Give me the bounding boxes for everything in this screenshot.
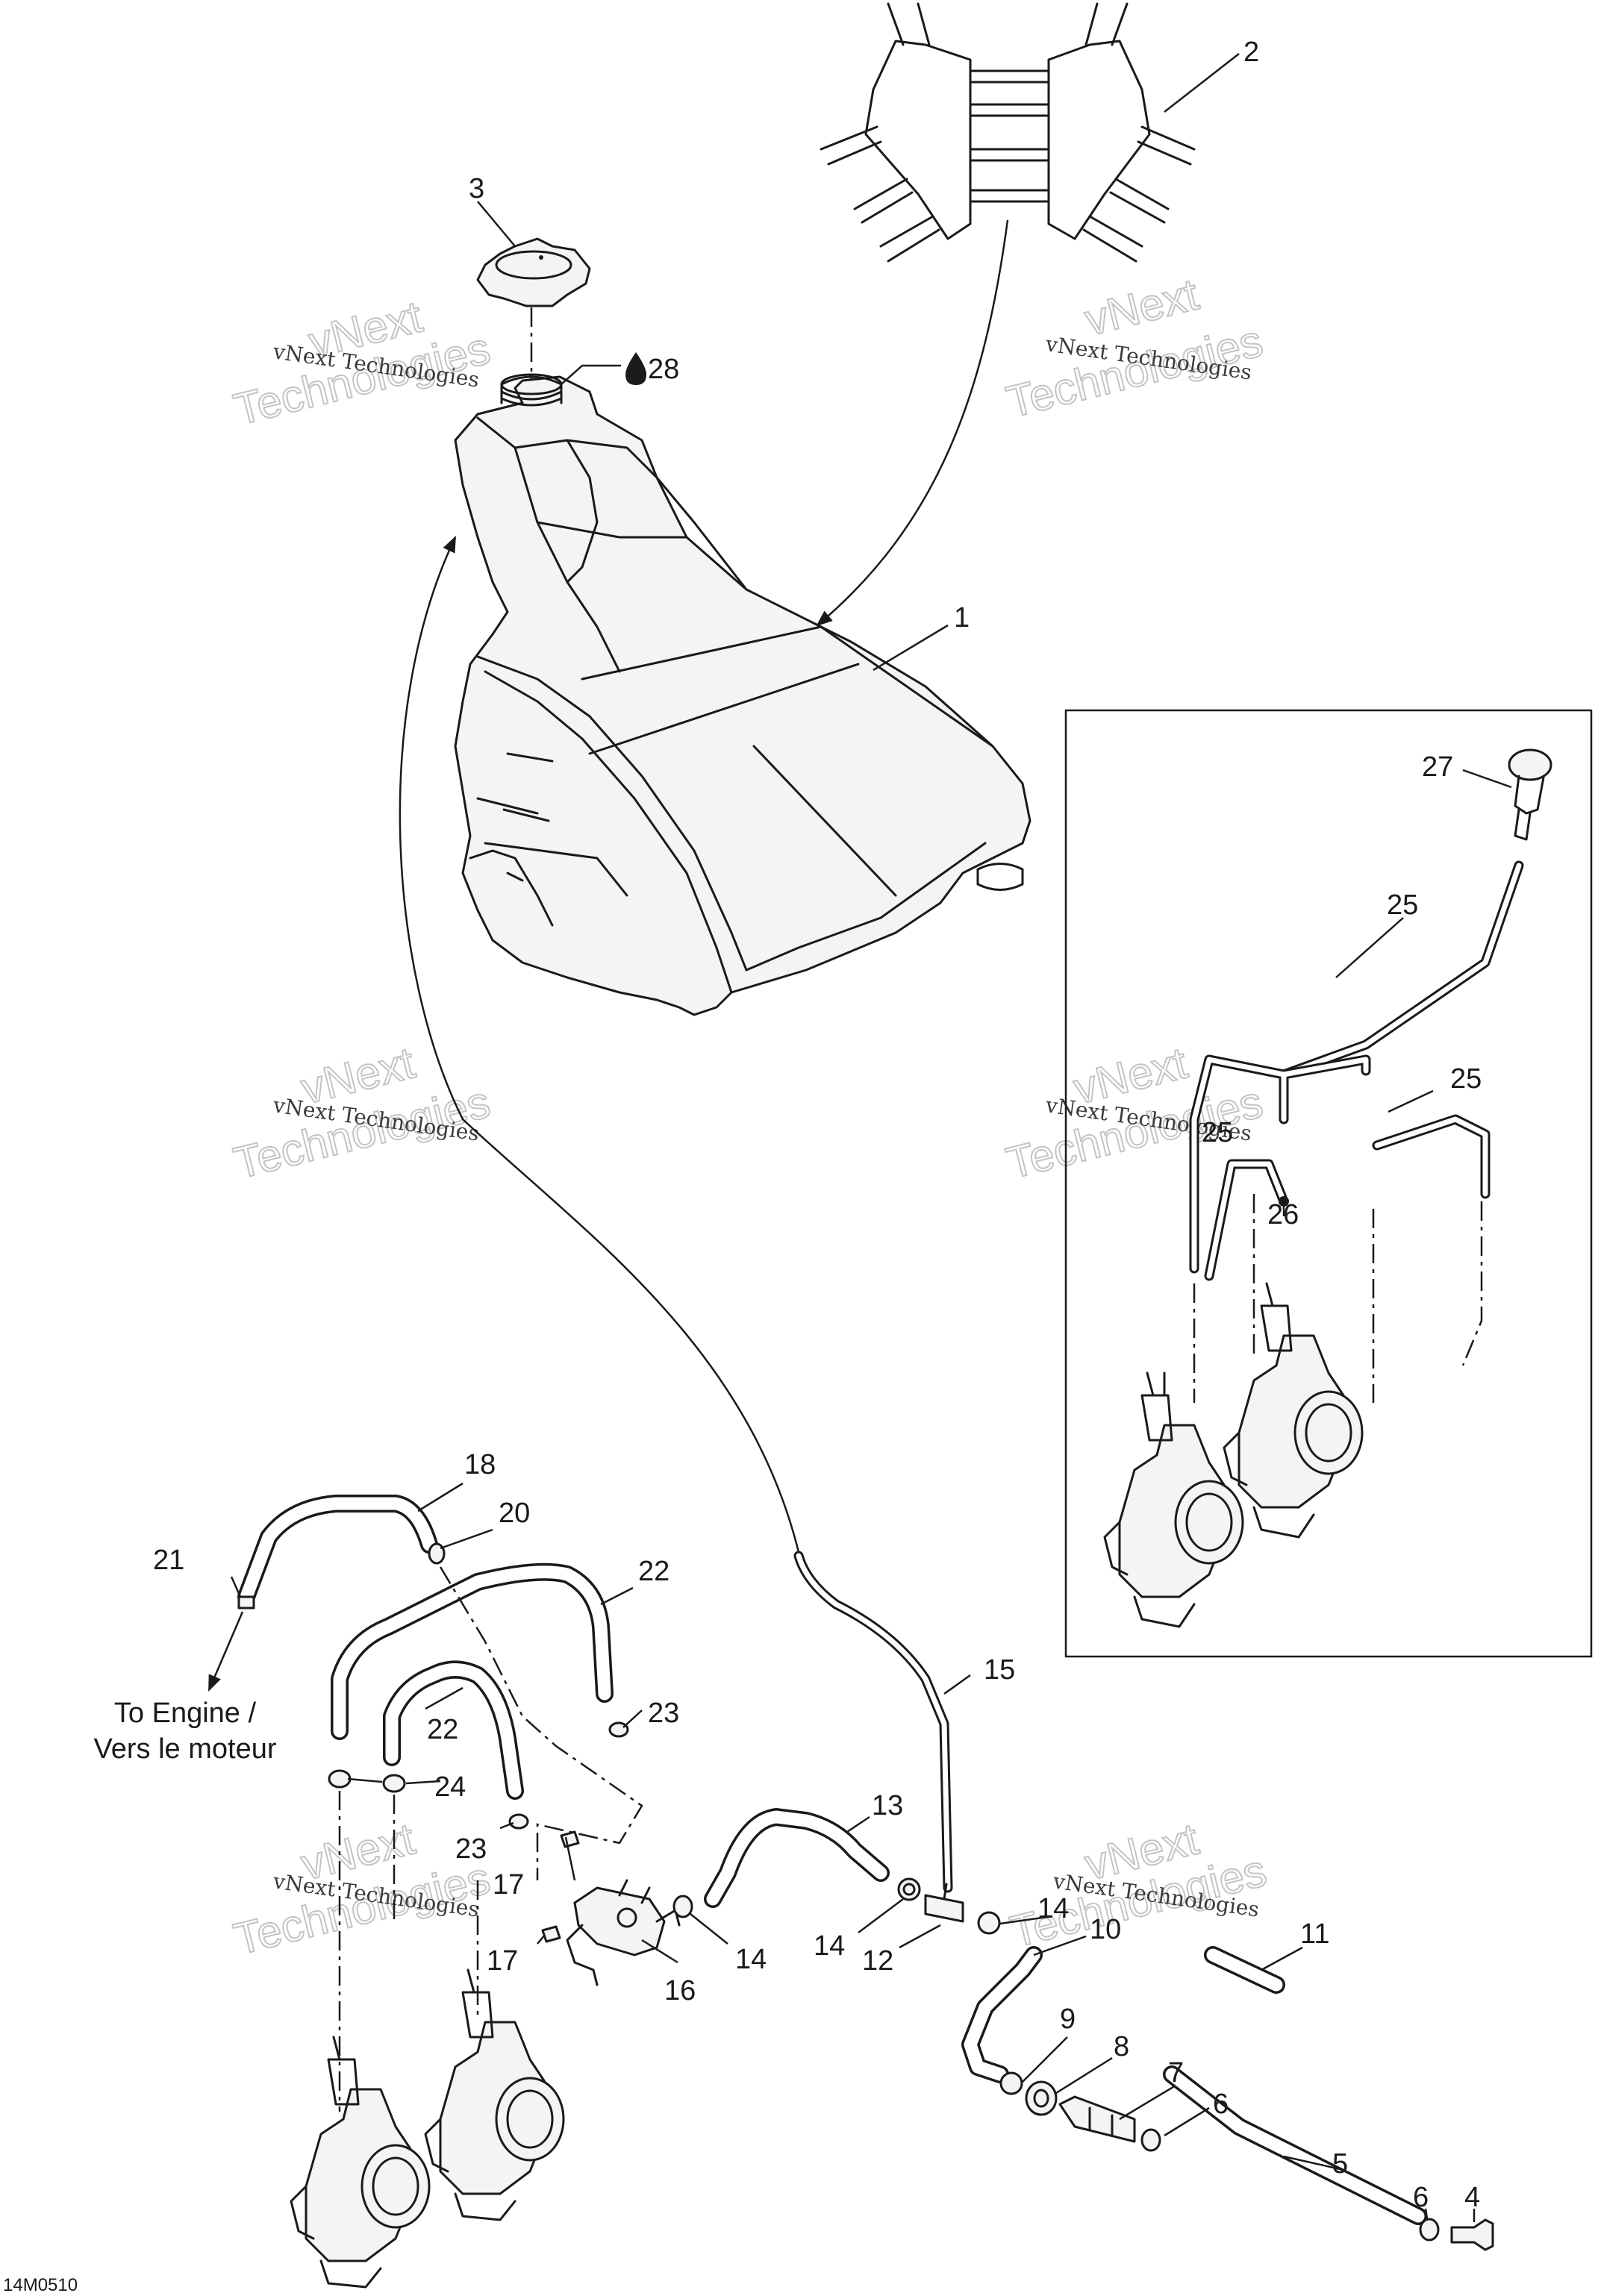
callout-11: 11	[1300, 1918, 1329, 1950]
callout-17-upper: 17	[493, 1869, 524, 1901]
clamp-14-center	[897, 1877, 921, 1901]
callout-4: 4	[1464, 2182, 1480, 2213]
watermark-top-right: vNext Technologies vNext Technologies	[1001, 268, 1268, 428]
leader-28	[561, 364, 621, 385]
clamp-9	[999, 2071, 1023, 2095]
callout-16: 16	[664, 1975, 696, 2006]
callout-6-upper: 6	[1213, 2089, 1229, 2120]
tee-fitting-12	[924, 1883, 964, 1923]
callout-20: 20	[499, 1498, 530, 1529]
callout-10: 10	[1090, 1914, 1121, 1945]
fitting-17-upper	[560, 1830, 580, 1848]
fuel-tank	[454, 373, 1031, 1016]
fuel-hose-13	[704, 1808, 890, 1908]
variant-inset-box	[1064, 709, 1593, 1658]
to-engine-note: To Engine / Vers le moteur	[94, 1698, 277, 1765]
inset-dashlines	[1193, 1194, 1483, 1403]
callout-23-lower: 23	[455, 1833, 487, 1865]
connector-21	[237, 1595, 255, 1610]
callout-18: 18	[464, 1449, 496, 1480]
callout-9: 9	[1060, 2003, 1076, 2035]
callout-25-mid: 25	[1202, 1117, 1233, 1148]
inset-valve-27	[1508, 748, 1552, 841]
callout-22-lower: 22	[427, 1714, 458, 1745]
clamp-23-lower	[508, 1813, 529, 1830]
fuel-hose-5	[1163, 2065, 1427, 2225]
watermark-top-left: vNext Technologies vNext Technologies	[228, 290, 496, 435]
leader-lines	[230, 53, 1512, 2222]
clamp-20	[428, 1542, 446, 1565]
clamp-24-right	[382, 1774, 406, 1793]
callout-24: 24	[434, 1771, 466, 1803]
clamp-14-right	[977, 1911, 1001, 1935]
clamp-14-left	[672, 1895, 693, 1918]
callout-8: 8	[1114, 2031, 1129, 2062]
svg-text:To Engine /: To Engine /	[114, 1698, 257, 1729]
callout-26: 26	[1267, 1199, 1299, 1230]
callout-14-right: 14	[1037, 1893, 1069, 1924]
sleeve-11	[1204, 1946, 1285, 1994]
carburetor-left-front	[290, 2036, 431, 2289]
callout-5: 5	[1332, 2148, 1348, 2180]
fuel-hose-10	[961, 1946, 1043, 2083]
to-engine-arrow	[207, 1611, 244, 1692]
inset-carburetor-left	[1103, 1371, 1244, 1628]
fitting-17-lower	[541, 1925, 561, 1943]
vent-hose-18	[237, 1495, 438, 1606]
inset-carburetor-right	[1223, 1282, 1364, 1539]
figure-id: 14M0510	[3, 2275, 78, 2295]
callout-28: 28	[648, 354, 679, 385]
fitting-7	[1058, 2095, 1136, 2143]
callout-13: 13	[872, 1790, 903, 1821]
vent-hose-arrow	[399, 536, 800, 1553]
callout-14-left: 14	[735, 1944, 767, 1975]
lubricant-drop-icon	[625, 352, 646, 385]
callout-23-upper: 23	[648, 1698, 679, 1729]
callout-21: 21	[153, 1545, 184, 1576]
fuel-hose-15	[793, 1551, 953, 1893]
carburetor-left-rear	[424, 1968, 565, 2221]
callout-17-lower: 17	[487, 1945, 518, 1977]
callout-1: 1	[954, 602, 970, 634]
callout-7: 7	[1168, 2057, 1184, 2089]
fuel-pump-16	[566, 1879, 681, 1986]
callout-2: 2	[1243, 37, 1259, 68]
fuel-hose-22-inner	[383, 1660, 524, 1800]
grommet-8	[1025, 2080, 1058, 2116]
clamp-24-left	[328, 1769, 352, 1789]
callout-14-center: 14	[814, 1930, 845, 1962]
callout-27: 27	[1422, 751, 1453, 783]
callout-3: 3	[469, 173, 484, 204]
callout-6-lower: 6	[1413, 2182, 1429, 2213]
svg-text:Vers le moteur: Vers le moteur	[94, 1733, 277, 1765]
fitting-4	[1450, 2218, 1494, 2251]
callout-15: 15	[984, 1654, 1015, 1686]
callout-12: 12	[862, 1945, 893, 1977]
callout-25-right: 25	[1450, 1063, 1482, 1095]
callout-25-top: 25	[1387, 889, 1418, 921]
inset-vent-lines	[1189, 860, 1524, 1281]
strap-to-tank-arrow	[816, 219, 1009, 627]
clamp-6-upper	[1140, 2128, 1161, 2152]
watermark-mid-left: vNext Technologies vNext Technologies	[228, 1036, 496, 1189]
watermark-bottom-right: vNext Technologies vNext Technologies	[1005, 1812, 1272, 1957]
fuel-hose-22-outer	[331, 1563, 614, 1740]
mounting-strap	[820, 2, 1196, 263]
clamp-6-lower	[1419, 2218, 1440, 2242]
fuel-cap	[476, 237, 591, 307]
callout-22-upper: 22	[638, 1556, 670, 1587]
callout-labels: 1 2 3 28 27 25 25 25 26 18 20 21 22 22 2…	[153, 37, 1482, 2213]
